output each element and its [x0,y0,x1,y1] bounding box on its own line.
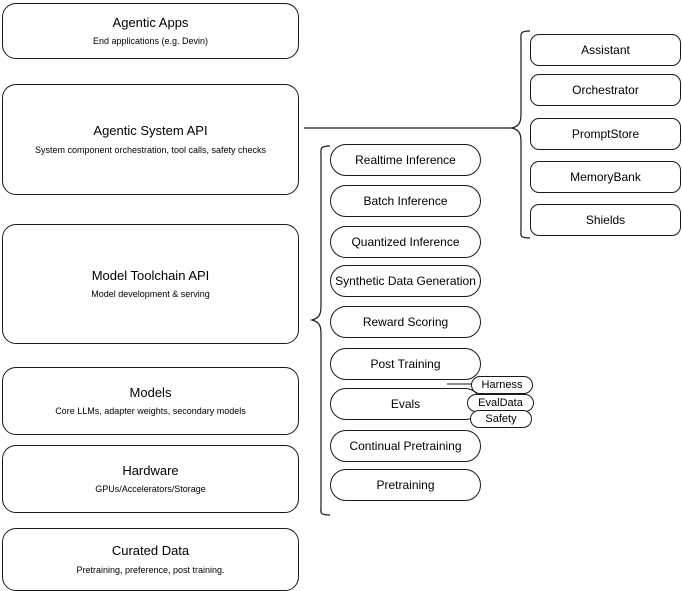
system-component-promptstore[interactable]: PromptStore [530,118,681,150]
toolchain-item-reward-scoring[interactable]: Reward Scoring [330,306,481,338]
toolchain-item-realtime-inference[interactable]: Realtime Inference [330,144,481,176]
stack-layer-models[interactable]: Models Core LLMs, adapter weights, secon… [2,367,299,435]
stack-layer-agentic-apps[interactable]: Agentic Apps End applications (e.g. Devi… [2,3,299,59]
stack-layer-curated-data[interactable]: Curated Data Pretraining, preference, po… [2,528,299,591]
eval-pill-evaldata[interactable]: EvalData [467,394,534,412]
brace-toolchain-items [309,145,331,516]
stack-layer-agentic-system-api[interactable]: Agentic System API System component orch… [2,84,299,195]
stack-layer-subtitle: Pretraining, preference, post training. [76,564,225,575]
toolchain-item-synthetic-data-generation[interactable]: Synthetic Data Generation [330,265,481,297]
stack-layer-model-toolchain-api[interactable]: Model Toolchain API Model development & … [2,224,299,344]
stack-layer-subtitle: Core LLMs, adapter weights, secondary mo… [55,406,246,416]
stack-layer-title: Models [129,384,172,400]
system-component-memorybank[interactable]: MemoryBank [530,161,681,193]
toolchain-item-evals[interactable]: Evals [330,388,481,420]
brace-system-components [509,30,531,239]
stack-layer-subtitle: End applications (e.g. Devin) [92,36,209,46]
eval-pill-safety[interactable]: Safety [470,410,532,428]
stack-layer-title: Agentic System API [93,123,208,139]
toolchain-item-continual-pretraining[interactable]: Continual Pretraining [330,430,481,462]
stack-layer-title: Agentic Apps [112,14,189,30]
stack-layer-title: Curated Data [111,543,190,559]
stack-layer-title: Hardware [122,462,179,478]
toolchain-item-pretraining[interactable]: Pretraining [330,469,481,501]
toolchain-item-batch-inference[interactable]: Batch Inference [330,185,481,217]
toolchain-item-quantized-inference[interactable]: Quantized Inference [330,226,481,258]
stack-layer-subtitle: Model development & serving [91,289,210,299]
system-component-shields[interactable]: Shields [530,204,681,236]
system-component-orchestrator[interactable]: Orchestrator [530,74,681,106]
toolchain-item-post-training[interactable]: Post Training [330,348,481,380]
stack-layer-subtitle: GPUs/Accelerators/Storage [95,484,206,494]
stack-layer-title: Model Toolchain API [91,267,210,283]
stack-layer-subtitle: System component orchestration, tool cal… [34,144,267,155]
stack-layer-hardware[interactable]: Hardware GPUs/Accelerators/Storage [2,445,299,513]
system-component-assistant[interactable]: Assistant [530,34,681,66]
eval-pill-harness[interactable]: Harness [471,376,533,394]
